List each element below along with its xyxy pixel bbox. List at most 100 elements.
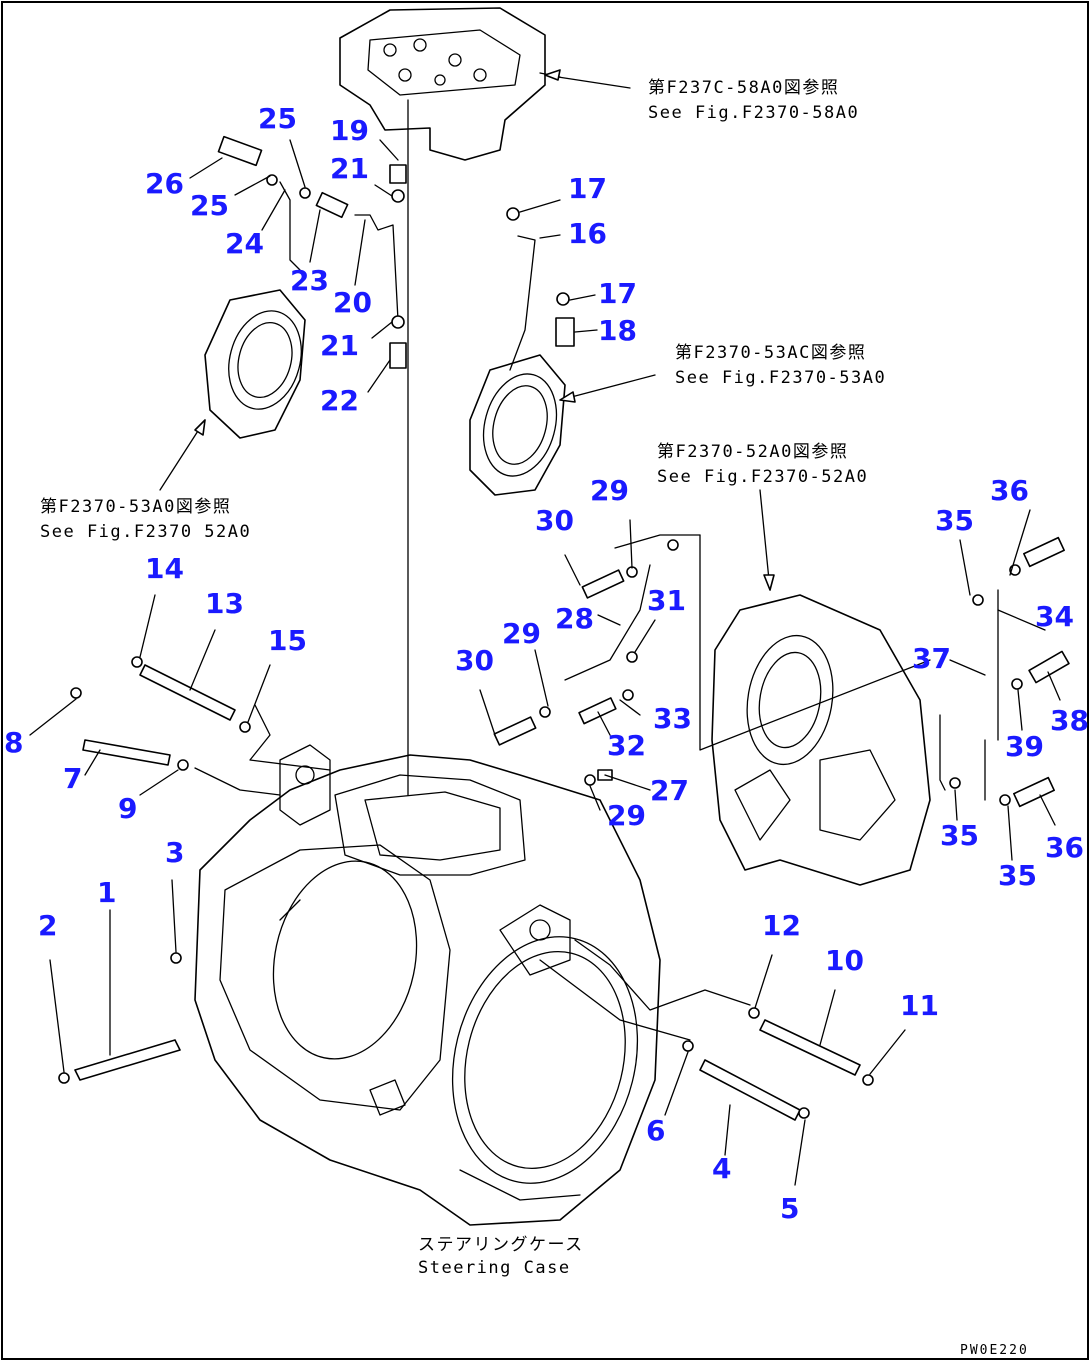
plug-18 (555, 317, 575, 347)
bolt-26 (217, 135, 263, 167)
ref-cover-right-jp: 第F2370-53AC図参照 (675, 343, 866, 363)
ref-housing-en: See Fig.F2370-52A0 (657, 467, 868, 487)
callout-28: 28 (555, 602, 594, 635)
callout-37: 37 (912, 642, 951, 675)
tube-28 (564, 564, 651, 681)
callout-30b: 30 (455, 644, 494, 677)
callout-32: 32 (607, 729, 646, 762)
tube-16 (509, 235, 536, 371)
ref-cover-left-jp: 第F2370-53A0図参照 (40, 497, 231, 517)
reference-arrows (159, 69, 775, 591)
callout-16: 16 (568, 217, 607, 250)
ring-21a (391, 189, 405, 203)
ring-25a (299, 187, 311, 199)
bolt-36a (1023, 536, 1065, 568)
callout-29a: 29 (590, 474, 629, 507)
washer-29b (667, 539, 679, 551)
plug-19 (389, 164, 407, 184)
callout-22: 22 (320, 384, 359, 417)
ring-9 (177, 759, 189, 771)
pipes (74, 181, 999, 1121)
ring-15 (239, 721, 251, 733)
callout-3: 3 (165, 836, 184, 869)
callout-2: 2 (38, 909, 57, 942)
fitting-23 (315, 191, 349, 219)
leader-lines (29, 99, 1061, 1186)
case-label-jp: ステアリングケース (418, 1235, 584, 1255)
callout-17b: 17 (598, 277, 637, 310)
callout-29b: 29 (502, 617, 541, 650)
small-parts (58, 135, 1070, 1119)
callout-11: 11 (900, 989, 939, 1022)
callout-26: 26 (145, 167, 184, 200)
callout-13: 13 (205, 587, 244, 620)
callout-33: 33 (653, 702, 692, 735)
callout-8: 8 (4, 726, 23, 759)
ring-14 (131, 656, 143, 668)
callout-7: 7 (63, 762, 82, 795)
callout-39: 39 (1005, 730, 1044, 763)
callout-35a: 35 (935, 504, 974, 537)
ring-17a (506, 207, 520, 221)
callout-38: 38 (1050, 704, 1089, 737)
reference-notes: 第F237C-58A0図参照 See Fig.F2370-58A0 第F2370… (40, 78, 1029, 1358)
ring-21b (391, 315, 405, 329)
callout-27: 27 (650, 774, 689, 807)
pipe-4 (699, 1059, 801, 1121)
ring-8 (70, 687, 82, 699)
ring-17b (556, 292, 570, 306)
bolt-30b (493, 716, 537, 746)
bolt-38 (1028, 650, 1070, 684)
bolt-30a (581, 569, 625, 599)
callouts: 1 2 3 4 5 6 7 8 9 10 11 12 13 14 15 16 1… (4, 102, 1089, 1225)
control-valve-block (339, 7, 561, 161)
case-label-en: Steering Case (418, 1258, 571, 1278)
ref-cover-right-en: See Fig.F2370-53A0 (675, 368, 886, 388)
ref-arrow-housing (759, 489, 771, 591)
ring-11 (862, 1074, 874, 1086)
ring-25b (266, 174, 278, 186)
callout-4: 4 (712, 1152, 731, 1185)
callout-12: 12 (762, 909, 801, 942)
pipe-1 (74, 1039, 181, 1081)
bolt-32 (578, 697, 617, 725)
bolt-36b (1013, 776, 1055, 808)
callout-25a: 25 (258, 102, 297, 135)
callout-1: 1 (97, 876, 116, 909)
callout-30a: 30 (535, 504, 574, 537)
callout-17a: 17 (568, 172, 607, 205)
ref-arrow-cover-right (559, 374, 656, 401)
callout-21b: 21 (320, 329, 359, 362)
left-cover-flange (204, 289, 306, 439)
right-housing (711, 594, 931, 886)
pipe-10 (759, 1019, 861, 1076)
callout-34: 34 (1035, 600, 1074, 633)
ring-2 (58, 1072, 70, 1084)
drawing-code: PW0E220 (960, 1343, 1029, 1358)
callout-29c: 29 (607, 799, 646, 832)
callout-36a: 36 (990, 474, 1029, 507)
ref-valve-en: See Fig.F2370-58A0 (648, 103, 859, 123)
washer-29c (539, 706, 551, 718)
callout-35c: 35 (998, 859, 1037, 892)
ref-cover-left-en: See Fig.F2370 52A0 (40, 522, 251, 542)
callout-36b: 36 (1045, 831, 1084, 864)
ref-housing-jp: 第F2370-52A0図参照 (657, 442, 848, 462)
callout-23: 23 (290, 264, 329, 297)
callout-19: 19 (330, 114, 369, 147)
callout-24: 24 (225, 227, 264, 260)
washer-35a (972, 594, 984, 606)
tube-20 (354, 214, 399, 321)
ring-33 (622, 689, 634, 701)
callout-35b: 35 (940, 819, 979, 852)
callout-10: 10 (825, 944, 864, 977)
ring-31 (626, 651, 638, 663)
callout-18: 18 (598, 314, 637, 347)
washer-29d (584, 774, 596, 786)
tube-24 (279, 181, 301, 271)
pipe-13 (139, 664, 236, 721)
callout-6: 6 (646, 1114, 665, 1147)
callout-15: 15 (268, 624, 307, 657)
